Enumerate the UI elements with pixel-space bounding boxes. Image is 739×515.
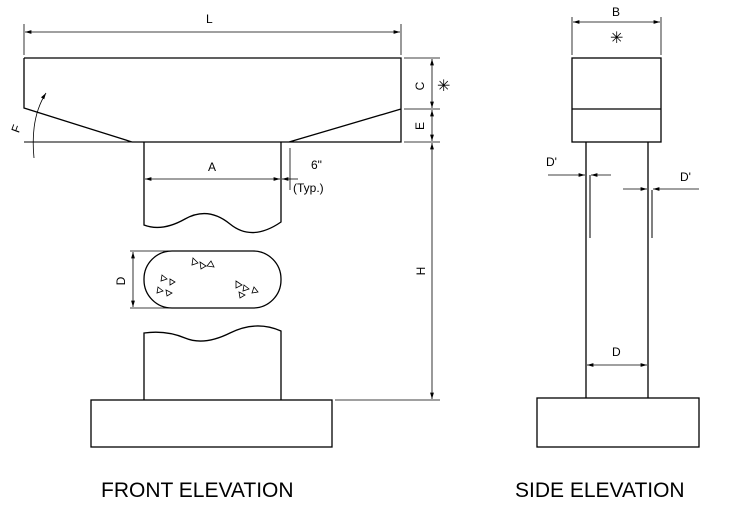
front-elevation: L C E ✳ F A 6" (Typ.) D [8, 12, 450, 502]
dim-typ-label: (Typ.) [293, 181, 324, 195]
side-cap [571, 57, 662, 143]
dim-H-label: H [414, 267, 428, 276]
side-footing [536, 397, 700, 448]
side-elevation: B ✳ D' D' D SIDE ELEVATION [515, 5, 700, 502]
side-elevation-title: SIDE ELEVATION [515, 479, 685, 502]
dim-F-label: F [8, 123, 24, 135]
concrete-hatch-icon [156, 257, 259, 299]
dim-F-arc [32, 92, 47, 159]
front-footing [90, 399, 333, 448]
dim-A-label: A [208, 160, 216, 174]
dim-Dprime-left-label: D' [546, 155, 557, 169]
dim-L-label: L [206, 12, 213, 26]
front-elevation-title: FRONT ELEVATION [101, 479, 294, 502]
side-star-icon: ✳ [610, 30, 623, 47]
dim-D-front-label: D [114, 276, 128, 285]
front-star-icon: ✳ [437, 78, 450, 95]
dim-6in-label: 6" [311, 158, 322, 172]
dim-C-label: C [413, 81, 427, 90]
dim-E-label: E [413, 122, 427, 130]
front-cap-beam [23, 57, 402, 143]
dim-Dprime-right-label: D' [680, 170, 691, 184]
front-column-lower [143, 325, 282, 400]
dim-D-side-label: D [612, 345, 621, 359]
dim-B-label: B [612, 5, 620, 19]
column-section-oval [143, 250, 282, 309]
front-column-upper [143, 142, 282, 234]
